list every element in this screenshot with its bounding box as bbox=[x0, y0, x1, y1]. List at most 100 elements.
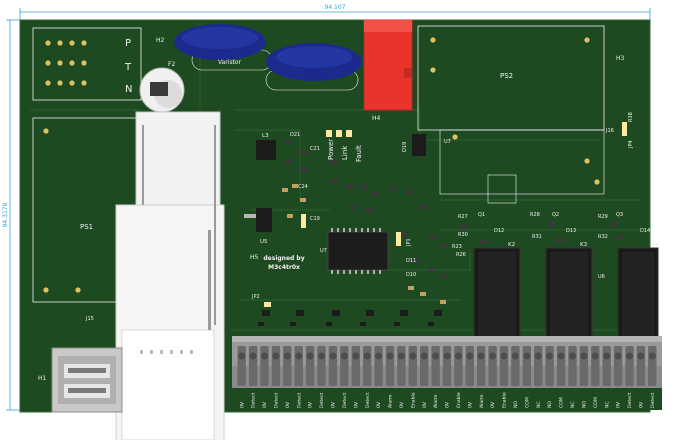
terminal-label: 0V bbox=[422, 401, 428, 408]
terminal-label: COM bbox=[559, 397, 565, 408]
terminal-slot bbox=[488, 346, 497, 386]
terminal-label: 0V bbox=[616, 401, 622, 408]
terminal-screw bbox=[409, 352, 417, 360]
label-c21: C21 bbox=[310, 146, 320, 152]
terminal-screw bbox=[591, 352, 599, 360]
terminal-screw bbox=[466, 352, 474, 360]
terminal-screw bbox=[626, 352, 633, 360]
label-varistor: Varistor bbox=[218, 59, 242, 66]
terminal-slot bbox=[511, 346, 520, 386]
terminal-label: Detect bbox=[274, 392, 280, 408]
terminal-slot bbox=[591, 346, 600, 386]
terminal-slot bbox=[613, 346, 623, 386]
terminal-label: Detect bbox=[319, 392, 325, 408]
inductor-l3: L3 bbox=[256, 133, 276, 160]
terminal-screw bbox=[477, 352, 485, 360]
terminal-screw bbox=[546, 352, 554, 360]
terminal-slot bbox=[465, 346, 474, 386]
terminal-screw bbox=[569, 352, 576, 360]
terminal-slot bbox=[602, 346, 611, 386]
label-h5: H5 bbox=[250, 254, 259, 261]
terminal-label: 0V bbox=[490, 401, 496, 408]
terminal-slot bbox=[271, 346, 281, 386]
label-j15: J15 bbox=[85, 316, 94, 322]
terminal-label: 0V bbox=[285, 401, 291, 408]
smd-passives bbox=[285, 140, 623, 278]
label-jp1: JP1 bbox=[406, 238, 412, 247]
label-d13: D13 bbox=[566, 228, 576, 234]
power-supply-ps2: PS2 U7 bbox=[417, 25, 605, 204]
lower-sot-row bbox=[258, 310, 442, 326]
terminal-screw bbox=[511, 352, 519, 360]
label-u5: U5 bbox=[260, 239, 268, 245]
terminal-slot bbox=[625, 346, 634, 386]
terminal-slot bbox=[385, 346, 395, 386]
label-k3: K3 bbox=[580, 242, 588, 248]
label-k2: K2 bbox=[508, 242, 515, 248]
label-r38: R38 bbox=[628, 112, 634, 122]
terminal-screw bbox=[306, 352, 314, 360]
terminal-label: NO bbox=[582, 401, 588, 408]
terminal-screw bbox=[557, 352, 565, 360]
terminal-label: Detect bbox=[251, 392, 257, 408]
terminal-screw bbox=[637, 352, 645, 360]
label-jp4: JP4 bbox=[628, 140, 634, 149]
label-power: Power bbox=[327, 139, 335, 160]
label-h3: H3 bbox=[616, 55, 625, 62]
terminal-slot bbox=[579, 346, 589, 386]
terminal-block: 0V Detect 0V Detect 0V Detect 0V Detect 0V Detect… bbox=[232, 336, 662, 410]
terminal-screw bbox=[283, 352, 291, 360]
terminal-label: NO bbox=[547, 401, 553, 408]
label-k4: K4 bbox=[652, 242, 660, 248]
label-d10: D10 bbox=[406, 272, 416, 278]
label-r30: R30 bbox=[458, 232, 468, 238]
terminal-screw bbox=[454, 352, 462, 360]
terminal-slot bbox=[363, 346, 372, 386]
smd-caps-tan bbox=[282, 184, 446, 304]
terminal-label: Detect bbox=[296, 392, 302, 408]
terminal-label: 0V bbox=[445, 401, 451, 408]
dimension-top-label: 94.107 bbox=[325, 4, 346, 11]
terminal-slot bbox=[556, 346, 566, 386]
terminal-screw bbox=[534, 352, 542, 360]
terminal-slot bbox=[317, 346, 326, 386]
label-c24: C24 bbox=[298, 184, 308, 190]
label-p: P bbox=[125, 38, 131, 49]
fuse-f2: F2 bbox=[139, 61, 185, 113]
terminal-slot bbox=[442, 346, 452, 386]
terminal-screw bbox=[295, 352, 303, 360]
terminal-screw bbox=[397, 352, 405, 360]
label-c19: C19 bbox=[310, 216, 320, 222]
label-ps1: PS1 bbox=[80, 223, 93, 231]
terminal-label: Detect bbox=[342, 392, 348, 408]
terminal-slot bbox=[397, 346, 406, 386]
terminal-slot bbox=[522, 346, 531, 386]
label-fault: Fault bbox=[355, 145, 363, 162]
terminal-screw bbox=[352, 352, 360, 360]
terminal-label: 0V bbox=[467, 401, 473, 408]
terminal-label: Alarm bbox=[479, 394, 485, 408]
label-author: M3c4tr0x bbox=[268, 264, 300, 271]
label-r32: R32 bbox=[598, 234, 608, 240]
terminal-label: 0V bbox=[353, 401, 359, 408]
terminal-slot bbox=[454, 346, 463, 386]
terminal-label: Alarm bbox=[388, 394, 394, 408]
label-r31: R31 bbox=[532, 234, 542, 240]
terminal-label: 0V bbox=[262, 401, 268, 408]
terminal-screw bbox=[500, 352, 508, 360]
terminal-label: NC bbox=[536, 401, 542, 408]
terminal-slot bbox=[294, 346, 303, 386]
terminal-label: NC bbox=[570, 401, 576, 408]
label-h4: H4 bbox=[372, 115, 381, 122]
terminal-screw bbox=[261, 352, 268, 360]
label-q2: Q2 bbox=[552, 212, 559, 218]
terminal-screw bbox=[420, 352, 428, 360]
copper-traces bbox=[30, 20, 640, 331]
terminal-slot bbox=[260, 346, 269, 386]
terminal-screw bbox=[386, 352, 394, 360]
terminal-screw bbox=[272, 352, 280, 360]
terminal-slot bbox=[237, 346, 246, 386]
terminal-screw bbox=[363, 352, 371, 360]
